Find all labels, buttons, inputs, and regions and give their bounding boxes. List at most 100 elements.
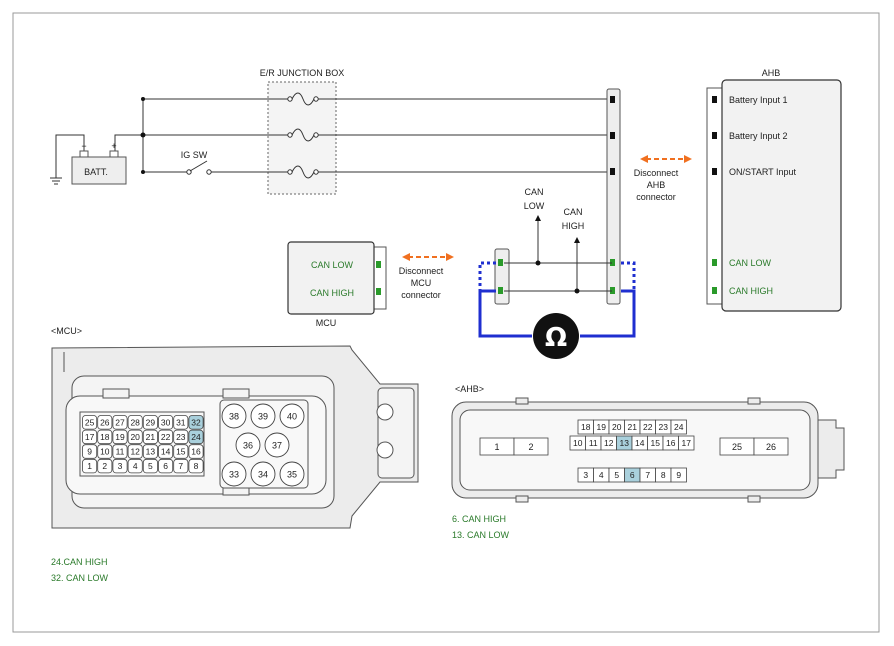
- mcu-pin: [188, 415, 204, 430]
- ohmmeter: [533, 313, 579, 359]
- mcu-connector-title: <MCU>: [51, 326, 82, 336]
- disconnect-ahb-arrow: [640, 155, 692, 163]
- pin-number: 2: [528, 442, 533, 452]
- mcu-pin: [112, 429, 128, 445]
- ahb-pin: [753, 437, 789, 456]
- junction-dot: [574, 288, 580, 294]
- pin-number: 2: [102, 461, 107, 471]
- mcu-pin: [82, 458, 98, 474]
- can-high-probe-label: HIGH: [562, 221, 585, 231]
- mcu-pin: [158, 415, 174, 430]
- pin-number: 16: [666, 438, 676, 448]
- disconnect-mcu-arrow: [402, 253, 454, 261]
- battery-terminal: [79, 150, 89, 158]
- mcu-pin: [158, 458, 174, 474]
- mcu-label: MCU: [316, 318, 337, 328]
- pin-number: 14: [161, 447, 171, 457]
- pin-number: 18: [581, 422, 591, 432]
- pin-number: 17: [682, 438, 692, 448]
- pin-number: 3: [583, 470, 588, 480]
- ahb-pin: [670, 467, 687, 483]
- ahb-harness-connector: [606, 88, 621, 305]
- ahb-pin: [513, 437, 549, 456]
- ahb-pin: [678, 435, 695, 451]
- ahb-pin-label: Battery Input 1: [729, 95, 788, 105]
- ig-switch-label: IG SW: [181, 150, 208, 160]
- terminal: [610, 168, 615, 175]
- disconnect-ahb-label: Disconnect: [634, 168, 679, 178]
- mcu-big-pin: [221, 403, 247, 429]
- ohm-symbol: Ω: [545, 323, 567, 353]
- mcu-pin: [142, 429, 158, 445]
- mcu-pin: [127, 444, 143, 459]
- pin-number: 34: [258, 470, 268, 480]
- pin-number: 23: [659, 422, 669, 432]
- pin-number: 32: [191, 417, 201, 427]
- pin-number: 27: [115, 417, 125, 427]
- pin-number: 35: [287, 470, 297, 480]
- pin-number: 12: [604, 438, 614, 448]
- pin-number: 33: [229, 470, 239, 480]
- pin-number: 10: [573, 438, 583, 448]
- pin-number: 15: [176, 447, 186, 457]
- mcu-pin: [127, 429, 143, 445]
- mcu-pin: [142, 415, 158, 430]
- mcu-pin: [173, 458, 189, 474]
- mcu-big-pin: [221, 461, 247, 487]
- mcu-pin: [97, 458, 113, 474]
- mcu-pin: [127, 458, 143, 474]
- terminal: [712, 132, 717, 139]
- ahb-pin-label: CAN LOW: [729, 258, 772, 268]
- pin-number: 31: [176, 417, 186, 427]
- pin-number: 29: [146, 417, 156, 427]
- mcu-pin: [127, 415, 143, 430]
- pin-number: 17: [85, 432, 95, 442]
- mcu-pin: [97, 415, 113, 430]
- terminal: [610, 96, 615, 103]
- pin-number: 26: [766, 442, 776, 452]
- terminal: [498, 287, 503, 294]
- battery-label: BATT.: [84, 167, 108, 177]
- meter-leads: [478, 261, 636, 338]
- pin-number: 1: [494, 442, 499, 452]
- ahb-note: 6. CAN HIGH: [452, 514, 506, 524]
- mount-hole: [376, 403, 394, 421]
- terminal: [610, 259, 615, 266]
- pin-number: 19: [597, 422, 607, 432]
- terminal: [498, 259, 503, 266]
- pin-number: 8: [194, 461, 199, 471]
- mcu-pin: [82, 429, 98, 445]
- junction-box: [267, 81, 337, 195]
- mcu-big-pin: [250, 403, 276, 429]
- pin-number: 36: [243, 441, 253, 451]
- pin-number: 37: [272, 441, 282, 451]
- battery-minus: −: [81, 141, 86, 151]
- pin-number: 3: [118, 461, 123, 471]
- mcu-pin: [158, 429, 174, 445]
- ahb-pin: [670, 419, 687, 435]
- pin-number: 24: [191, 432, 201, 442]
- terminal: [712, 259, 717, 266]
- mcu-pin: [142, 458, 158, 474]
- ig-switch: [186, 160, 212, 175]
- can-low-probe-label: CAN: [524, 187, 543, 197]
- mcu-pin: [82, 415, 98, 430]
- mcu-pin: [97, 444, 113, 459]
- pin-number: 16: [191, 447, 201, 457]
- disconnect-mcu-label: MCU: [411, 278, 432, 288]
- mcu-pin: [188, 444, 204, 459]
- terminal: [712, 287, 717, 294]
- pin-number: 7: [645, 470, 650, 480]
- disconnect-mcu-label: Disconnect: [399, 266, 444, 276]
- pin-number: 39: [258, 412, 268, 422]
- pin-number: 5: [148, 461, 153, 471]
- pin-number: 40: [287, 412, 297, 422]
- mcu-pin: [173, 429, 189, 445]
- pin-number: 19: [115, 432, 125, 442]
- junction-dot: [140, 132, 146, 138]
- mcu-big-pin: [264, 432, 290, 458]
